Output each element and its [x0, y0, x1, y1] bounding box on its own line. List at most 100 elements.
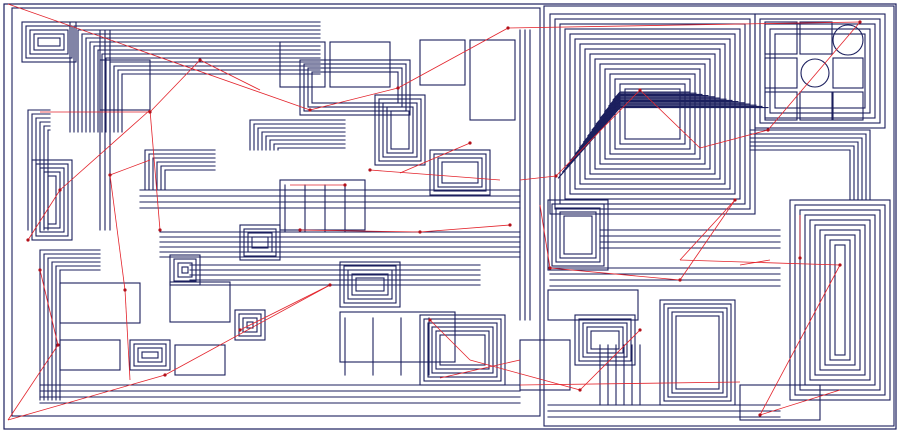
- lower-left-bend: [47, 257, 101, 401]
- right-lower-nest: [814, 224, 866, 376]
- ratsnest-line-11: [199, 59, 261, 91]
- center-left-bend: [249, 119, 346, 151]
- ratsnest-line-1: [309, 87, 399, 111]
- lower-right-loop: [419, 314, 506, 386]
- ratsnest-line-19: [7, 344, 59, 421]
- small-loop-c: [137, 347, 163, 363]
- top-bus-bend: [89, 41, 321, 133]
- center-right-loop: [441, 161, 479, 184]
- ratsnest-line-10: [149, 59, 201, 113]
- pad-grid-f: [799, 91, 833, 121]
- pad-grid-surround: [759, 18, 881, 124]
- top-bus-bend: [93, 45, 321, 133]
- ratsnest-line-36: [469, 359, 581, 391]
- left-bus-loop: [39, 167, 65, 233]
- board-outline: [3, 3, 897, 430]
- right-top-nest: [574, 38, 731, 190]
- right-top-nest: [624, 88, 681, 140]
- ratsnest-line-12: [27, 189, 61, 241]
- ratsnest-line-33: [759, 264, 841, 416]
- pad-block-j: [519, 339, 571, 391]
- ratsnest-line-29: [549, 267, 681, 281]
- center-lower-loop: [339, 261, 401, 308]
- right-lower-loop: [582, 322, 628, 358]
- center-lower-loop: [355, 277, 385, 292]
- right-top-nest: [569, 33, 736, 195]
- top-bus-bend: [97, 49, 321, 133]
- via-15: [298, 228, 302, 232]
- right-pad-row: [547, 289, 639, 321]
- bottom-right-loop: [671, 311, 724, 394]
- right-top-nest: [584, 48, 721, 180]
- small-loop-c: [133, 343, 167, 367]
- ratsnest-line-22: [239, 284, 331, 331]
- ratsnest-line-20: [7, 374, 166, 421]
- via-20: [548, 266, 552, 270]
- right-lower-nest: [809, 219, 871, 381]
- top-bus-bend: [73, 25, 321, 133]
- right-lower-nest: [829, 239, 851, 361]
- center-vertical-loop: [386, 106, 414, 154]
- ratsnest-line-17: [124, 289, 131, 381]
- top-bus-bend: [113, 65, 321, 133]
- diagonal-fan: [591, 97, 721, 131]
- via-14: [238, 328, 242, 332]
- right-top-nest: [589, 53, 716, 175]
- right-lower-nest: [789, 199, 891, 401]
- center-lower-loop: [351, 273, 389, 296]
- pad-block-i: [174, 344, 226, 376]
- board-edge: [3, 3, 897, 430]
- via-0: [308, 108, 312, 112]
- ratsnest-line-0: [7, 3, 311, 111]
- ratsnest-line-34: [759, 389, 841, 416]
- top-bus-bend: [77, 29, 321, 133]
- ratsnest-line-28: [539, 204, 551, 269]
- bottom-right-loop: [667, 307, 728, 398]
- center-left-bend: [277, 147, 346, 151]
- ratsnest-line-7: [555, 89, 641, 177]
- bottom-right-loop: [663, 303, 732, 402]
- ratsnest-line-4: [767, 21, 861, 131]
- center-left-bend: [273, 143, 346, 151]
- right-top-nest: [564, 28, 741, 200]
- diagonal-fan: [574, 102, 745, 155]
- right-lower-nest: [804, 214, 876, 386]
- right-lower-nest: [794, 204, 886, 396]
- ratsnest-line-8: [519, 175, 557, 181]
- round-pad-a: [832, 24, 864, 56]
- ratsnest-line-38: [519, 381, 741, 386]
- left-mid-loop: [243, 228, 277, 257]
- ratsnest-line-39: [739, 259, 771, 266]
- mid-left-bend: [148, 153, 216, 191]
- mid-left-bend: [152, 157, 216, 191]
- pad-grid-surround: [764, 23, 876, 119]
- center-left-bend: [265, 135, 346, 151]
- via-19: [468, 141, 472, 145]
- right-mid-loop: [551, 203, 605, 267]
- top-bus-bend: [69, 21, 321, 133]
- right-top-nest: [554, 18, 751, 210]
- right-lower-loop: [586, 326, 624, 354]
- diagonal-fan: [595, 96, 715, 125]
- via-33: [108, 173, 112, 177]
- top-left-pad-loop: [29, 29, 69, 55]
- diagonal-fan: [566, 104, 757, 167]
- center-vertical-loop: [374, 94, 426, 166]
- right-lower-nest: [824, 234, 856, 366]
- center-vertical-loop: [382, 102, 418, 158]
- via-17: [508, 223, 512, 227]
- via-22: [733, 198, 737, 202]
- left-bus-loop: [35, 163, 69, 237]
- via-13: [328, 283, 332, 287]
- right-top-nest: [579, 43, 726, 185]
- center-left-bend: [253, 123, 346, 151]
- pad-block-h: [169, 281, 231, 323]
- left-edge-bend: [27, 109, 51, 231]
- via-8: [58, 188, 62, 192]
- pad-block-f: [59, 282, 141, 324]
- ratsnest-line-27: [399, 142, 471, 174]
- pad-block-e: [469, 39, 516, 121]
- mid-left-bend: [160, 165, 216, 191]
- via-7: [148, 110, 152, 114]
